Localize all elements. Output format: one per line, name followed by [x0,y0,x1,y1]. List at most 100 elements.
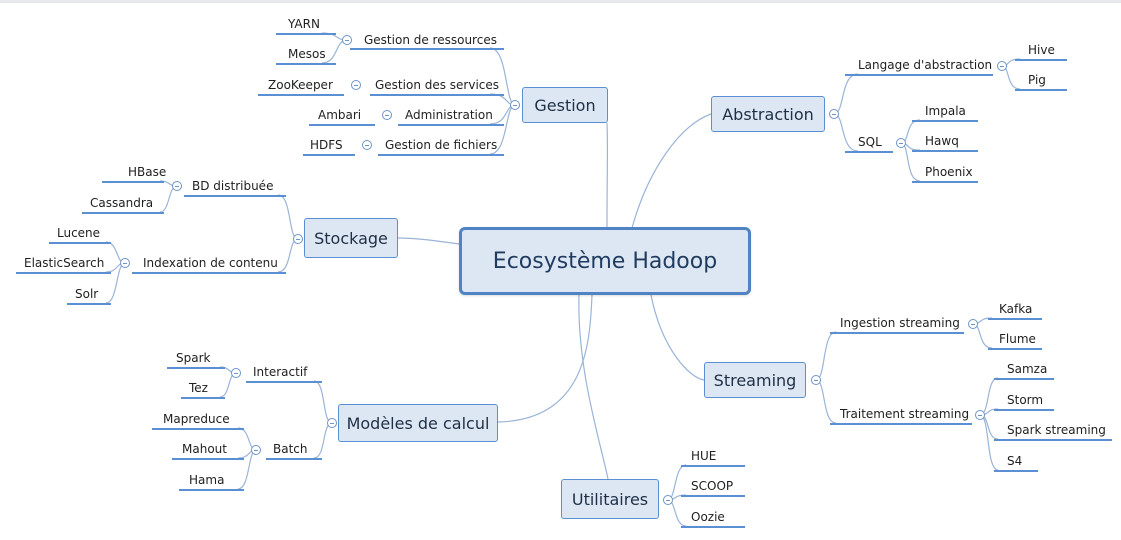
leaf-label[interactable]: HDFS [310,138,343,152]
leaf-underline [179,489,244,491]
subtopic-label[interactable]: Ingestion streaming [840,316,960,330]
leaf-label[interactable]: Oozie [691,510,725,524]
collapse-icon[interactable] [120,258,130,268]
leaf-underline [181,397,225,399]
connector-line [631,113,712,229]
connector-line [833,113,859,152]
leaf-label[interactable]: Storm [1007,393,1044,407]
collapse-icon[interactable] [663,495,673,505]
collapse-icon[interactable] [362,140,372,150]
branch-modeles-de-calcul[interactable]: Modèles de calcul [338,404,498,442]
subtopic-underline [830,332,964,334]
branch-abstraction[interactable]: Abstraction [711,96,825,132]
collapse-icon[interactable] [510,100,520,110]
subtopic-label[interactable]: Langage d'abstraction [858,58,993,72]
collapse-icon[interactable] [327,418,337,428]
subtopic-underline [830,423,972,425]
branch-label: Stockage [314,228,388,248]
leaf-underline [167,367,225,369]
branch-label: Abstraction [722,104,814,124]
collapse-icon[interactable] [829,109,839,119]
leaf-underline [102,181,164,183]
leaf-label[interactable]: Phoenix [925,165,973,179]
leaf-label[interactable]: SCOOP [691,479,734,493]
subtopic-underline [132,272,286,274]
leaf-label[interactable]: S4 [1007,454,1023,468]
subtopic-label[interactable]: Indexation de contenu [143,256,278,270]
leaf-label[interactable]: Ambari [318,108,362,122]
leaf-label[interactable]: Mesos [288,47,326,61]
leaf-label[interactable]: Hive [1028,43,1055,57]
leaf-label[interactable]: Pig [1028,73,1046,87]
leaf-underline [912,150,978,152]
collapse-icon[interactable] [997,61,1007,71]
leaf-label[interactable]: Solr [75,287,99,301]
collapse-icon[interactable] [172,181,182,191]
subtopic-underline [378,154,504,156]
connector-line [397,237,460,245]
subtopic-label[interactable]: BD distribuée [192,179,274,193]
leaf-underline [303,154,355,156]
connector-line [650,294,705,381]
collapse-icon[interactable] [896,138,906,148]
leaf-underline [309,124,375,126]
leaf-label[interactable]: Flume [999,332,1036,346]
leaf-label[interactable]: Lucene [57,226,101,240]
subtopic-label[interactable]: Gestion de ressources [364,33,497,47]
leaf-underline [82,212,164,214]
collapse-icon[interactable] [382,110,392,120]
branch-stockage[interactable]: Stockage [304,218,398,258]
connector-line [277,238,299,273]
leaf-label[interactable]: Cassandra [90,196,154,210]
collapse-icon[interactable] [975,410,985,420]
leaf-label[interactable]: HBase [128,165,167,179]
subtopic-label[interactable]: Interactif [253,365,308,379]
collapse-icon[interactable] [342,35,352,45]
leaf-label[interactable]: ElasticSearch [24,256,105,270]
leaf-label[interactable]: ZooKeeper [268,78,333,92]
leaf-underline [681,465,745,467]
connector-line [815,331,837,381]
leaf-label[interactable]: Kafka [999,302,1033,316]
leaf-label[interactable]: Tez [189,381,208,395]
subtopic-label[interactable]: Gestion de fichiers [385,138,498,152]
central-topic[interactable]: Ecosystème Hadoop [459,227,751,295]
leaf-label[interactable]: Spark [176,351,211,365]
branch-gestion[interactable]: Gestion [522,87,608,123]
connector-line [313,380,333,424]
leaf-label[interactable]: Hama [189,473,225,487]
subtopic-label[interactable]: Traitement streaming [840,407,970,421]
collapse-icon[interactable] [231,368,241,378]
leaf-label[interactable]: Mahout [182,442,227,456]
subtopic-label[interactable]: Administration [405,108,493,122]
leaf-underline [152,428,244,430]
branch-streaming[interactable]: Streaming [704,362,806,398]
subtopic-label[interactable]: Gestion des services [375,78,500,92]
leaf-label[interactable]: Impala [925,104,966,118]
collapse-icon[interactable] [351,80,361,90]
connector-line [497,294,593,423]
leaf-underline [681,495,745,497]
leaf-label[interactable]: YARN [288,17,320,31]
collapse-icon[interactable] [251,445,261,455]
top-edge-bar [0,0,1121,3]
leaf-label[interactable]: Spark streaming [1007,423,1106,437]
collapse-icon[interactable] [968,319,978,329]
collapse-icon[interactable] [811,375,821,385]
leaf-label[interactable]: Samza [1007,362,1048,376]
subtopic-label[interactable]: Batch [273,442,308,456]
connector-line [979,414,999,471]
leaf-underline [67,303,111,305]
leaf-label[interactable]: Mapreduce [163,412,230,426]
subtopic-underline [266,458,322,460]
leaf-label[interactable]: HUE [691,449,717,463]
branch-label: Streaming [713,370,797,390]
branch-utilitaires[interactable]: Utilitaires [561,479,659,519]
leaf-label[interactable]: Hawq [925,134,959,148]
collapse-icon[interactable] [293,234,303,244]
subtopic-label[interactable]: SQL [858,135,882,149]
leaf-underline [172,458,244,460]
subtopic-underline [370,94,504,96]
leaf-underline [994,409,1054,411]
